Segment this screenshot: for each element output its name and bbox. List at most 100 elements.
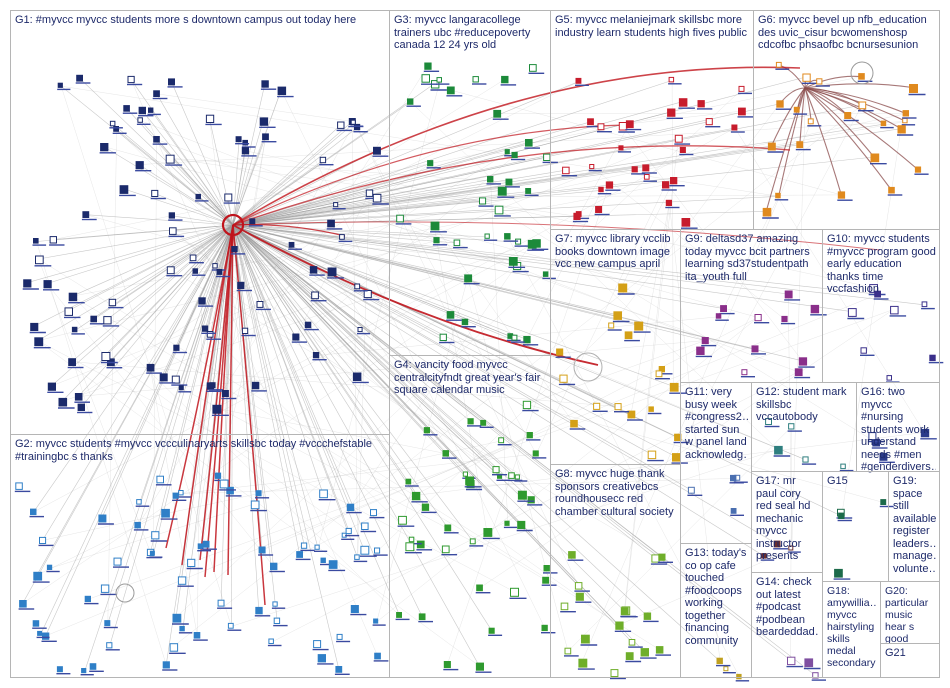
graph-edge bbox=[80, 224, 234, 408]
graph-node bbox=[47, 382, 56, 391]
graph-node bbox=[327, 267, 337, 277]
graph-edge bbox=[618, 548, 792, 626]
graph-edge bbox=[232, 191, 529, 226]
graph-node bbox=[433, 237, 440, 244]
graph-node bbox=[620, 607, 629, 616]
graph-node bbox=[598, 186, 604, 193]
graph-edge bbox=[357, 127, 579, 586]
graph-node bbox=[136, 499, 142, 505]
graph-node bbox=[595, 206, 603, 213]
graph-edge bbox=[232, 224, 426, 508]
graph-edge bbox=[234, 79, 505, 250]
graph-edge bbox=[110, 224, 234, 363]
graph-edge bbox=[107, 224, 234, 624]
graph-node bbox=[618, 283, 628, 293]
graph-edge bbox=[220, 224, 234, 604]
graph-edge bbox=[165, 224, 234, 665]
graph-node bbox=[869, 284, 879, 293]
graph-node bbox=[137, 117, 143, 123]
graph-edge bbox=[215, 408, 447, 454]
graph-node bbox=[46, 564, 53, 571]
graph-node bbox=[261, 80, 269, 88]
graph-edge bbox=[193, 224, 234, 259]
graph-edge bbox=[232, 121, 353, 226]
graph-edge bbox=[232, 224, 519, 243]
graph-node bbox=[37, 630, 43, 636]
graph-node bbox=[436, 77, 442, 83]
graph-node bbox=[421, 503, 430, 511]
graph-node bbox=[802, 456, 809, 463]
graph-node bbox=[135, 161, 144, 170]
graph-edge bbox=[232, 224, 365, 550]
graph-node bbox=[570, 419, 578, 428]
graph-edge bbox=[232, 156, 875, 226]
graph-edge bbox=[232, 224, 423, 618]
graph-node bbox=[206, 331, 214, 338]
graph-edge bbox=[104, 224, 234, 356]
graph-node bbox=[68, 292, 78, 302]
graph-node bbox=[19, 600, 27, 608]
graph-node bbox=[543, 565, 550, 572]
graph-edge bbox=[232, 224, 497, 470]
graph-edge bbox=[778, 87, 806, 197]
graph-edge bbox=[415, 432, 925, 496]
graph-node bbox=[309, 266, 318, 274]
graph-node bbox=[858, 73, 865, 80]
group-g3: G3: myvcc langaracollege trainers ubc #r… bbox=[389, 10, 551, 356]
graph-node bbox=[868, 432, 877, 441]
group-g18: G18: amywillia… myvcc hairstyling skills… bbox=[822, 581, 881, 678]
graph-node bbox=[64, 307, 73, 316]
graph-node bbox=[751, 345, 759, 353]
graph-node bbox=[430, 221, 440, 231]
graph-edge bbox=[75, 224, 234, 331]
graph-node bbox=[564, 647, 572, 655]
graph-node bbox=[350, 119, 356, 125]
hub-node-g7 bbox=[573, 352, 603, 382]
graph-edge bbox=[232, 224, 816, 676]
graph-node bbox=[587, 118, 594, 126]
graph-node bbox=[168, 78, 175, 86]
graph-node bbox=[58, 397, 68, 407]
graph-node bbox=[74, 393, 83, 401]
graph-node bbox=[679, 146, 686, 153]
graph-node bbox=[151, 189, 159, 197]
graph-node bbox=[374, 547, 381, 554]
graph-node bbox=[687, 486, 695, 494]
group-label-g15: G15 bbox=[827, 475, 848, 487]
graph-edge bbox=[804, 87, 919, 171]
graph-edge bbox=[804, 87, 842, 196]
graph-node bbox=[858, 101, 867, 110]
graph-edge bbox=[232, 224, 351, 508]
graph-edge bbox=[232, 224, 791, 661]
graph-node bbox=[834, 568, 843, 578]
graph-node bbox=[697, 100, 705, 108]
graph-node bbox=[209, 382, 216, 389]
graph-edge bbox=[507, 236, 740, 678]
graph-node bbox=[615, 621, 624, 630]
graph-edge bbox=[36, 224, 234, 242]
group-g16: G16: two myvcc #nursing students work un… bbox=[856, 382, 940, 473]
graph-node bbox=[159, 373, 168, 382]
graph-node bbox=[100, 584, 110, 593]
graph-node bbox=[874, 290, 882, 298]
graph-node bbox=[526, 432, 533, 439]
group-label-g2: G2: myvcc students #myvcc vccculinaryart… bbox=[15, 438, 373, 463]
graph-node bbox=[149, 550, 155, 556]
graph-node bbox=[681, 218, 691, 227]
graph-node bbox=[421, 74, 430, 83]
graph-node bbox=[678, 98, 688, 107]
graph-node bbox=[205, 114, 215, 123]
graph-edge bbox=[232, 224, 449, 529]
graph-edge bbox=[227, 196, 234, 226]
graph-node bbox=[398, 515, 407, 525]
graph-node bbox=[373, 146, 381, 155]
graph-edge bbox=[232, 124, 341, 226]
graph-node bbox=[333, 202, 339, 208]
graph-edge bbox=[200, 136, 266, 547]
graph-edge bbox=[621, 180, 674, 288]
graph-node bbox=[113, 557, 122, 566]
graph-edge bbox=[232, 124, 626, 226]
group-label-g3: G3: myvcc langaracollege trainers ubc #r… bbox=[394, 14, 531, 51]
graph-edge bbox=[804, 87, 902, 130]
graph-node bbox=[796, 141, 804, 149]
